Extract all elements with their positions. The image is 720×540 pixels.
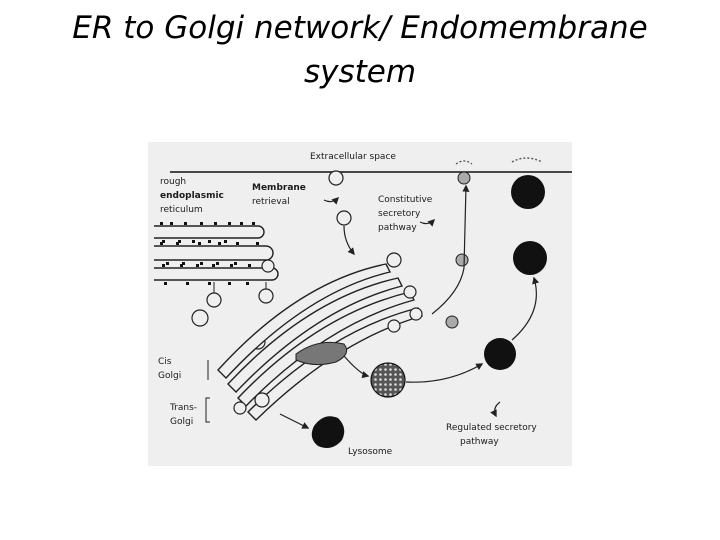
secretory-granule-immature <box>370 362 406 398</box>
endomembrane-diagram: Extracellular space rough endoplasmic re… <box>148 142 572 466</box>
label-extracellular-space: Extracellular space <box>310 152 396 162</box>
label-rough-er-2: endoplasmic <box>160 191 224 201</box>
label-trans-golgi-1: Trans- <box>169 403 197 413</box>
golgi-dark-lumen <box>295 341 348 366</box>
rough-er <box>154 225 279 281</box>
regulated-path-2 <box>405 363 484 383</box>
label-trans-golgi-2: Golgi <box>170 417 193 427</box>
er-ribosomes <box>160 222 259 285</box>
slide-title-line-1: ER to Golgi network/ Endomembrane <box>72 10 648 46</box>
label-rough-er-3: reticulum <box>160 205 203 215</box>
er-bud-vesicle <box>261 259 275 273</box>
constitutive-path <box>431 184 470 315</box>
label-membrane-2: retrieval <box>252 197 290 207</box>
label-constitutive-3: pathway <box>378 223 417 233</box>
regulated-path-1 <box>343 355 370 379</box>
label-constitutive-1: Constitutive <box>378 195 433 205</box>
golgi-stack <box>217 263 424 421</box>
secretory-granule-1 <box>484 338 516 370</box>
label-regulated-2: pathway <box>460 437 499 447</box>
slide-title-line-2: system <box>303 54 417 90</box>
label-cis-golgi-2: Golgi <box>158 371 181 381</box>
golgi-vesicles <box>233 252 423 415</box>
label-cis-golgi-1: Cis <box>158 357 172 367</box>
label-constitutive-2: secretory <box>378 209 421 219</box>
label-rough-er-1: rough <box>160 177 186 187</box>
constitutive-vesicles <box>445 171 471 329</box>
slide-title: ER to Golgi network/ Endomembrane system <box>0 6 720 94</box>
regulated-path-3 <box>511 276 540 341</box>
label-regulated-1: Regulated secretory <box>446 423 537 433</box>
label-lysosome: Lysosome <box>348 447 393 457</box>
endomembrane-diagram-svg: Extracellular space rough endoplasmic re… <box>154 152 572 457</box>
secretory-granule-2 <box>513 241 547 275</box>
membrane-retrieval-vesicles <box>328 170 352 226</box>
lysosome <box>311 416 345 448</box>
label-membrane-1: Membrane <box>252 183 306 193</box>
secretory-granule-3 <box>511 175 545 209</box>
